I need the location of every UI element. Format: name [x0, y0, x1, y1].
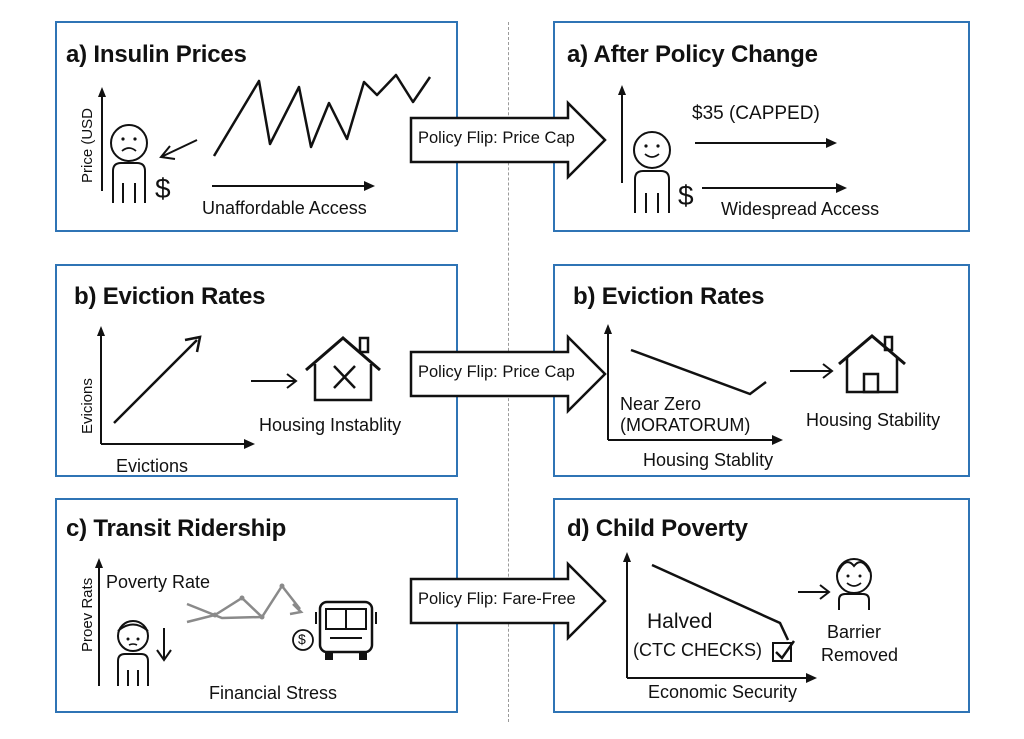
outcome-line-1: Barrier — [827, 622, 882, 642]
smiling-child-icon — [836, 558, 872, 610]
panel-insulin-prices: a) Insulin Prices Price (USD $ Unafforda… — [55, 21, 458, 232]
note-line-2: (MORATORUM) — [620, 415, 751, 435]
transit-chart — [95, 558, 304, 686]
panel-eviction-rates-before: b) Eviction Rates Evicions Evictions Hou… — [55, 264, 458, 477]
note-line-1: Halved — [647, 610, 713, 633]
panel-eviction-rates-after: b) Eviction Rates Near Zero (MORATORUM) … — [553, 264, 970, 477]
arrow-label: Policy Flip: Price Cap — [418, 363, 575, 381]
x-axis-label: Evictions — [116, 456, 189, 476]
panel-child-poverty: d) Child Poverty Halved (CTC CHECKS) Eco… — [553, 498, 970, 713]
bus-icon — [315, 600, 377, 660]
x-axis-label: Financial Stress — [209, 683, 338, 703]
eviction-chart — [97, 326, 298, 449]
outcome-line-2: Removed — [821, 645, 899, 665]
outcome-label: Housing Stability — [806, 410, 941, 430]
capped-price-chart — [618, 85, 847, 193]
panel-title: b) Eviction Rates — [74, 283, 266, 310]
x-axis-label: Housing Stablity — [643, 450, 774, 470]
panel-transit-ridership: c) Transit Ridership $ Proev Rat — [55, 498, 458, 713]
happy-person-icon — [633, 131, 671, 213]
coin-symbol: $ — [298, 631, 306, 647]
x-axis-label: Economic Security — [648, 682, 798, 702]
panel-title: b) Eviction Rates — [573, 283, 765, 310]
arrow-shape — [409, 334, 607, 414]
series-label: Poverty Rate — [106, 572, 211, 592]
policy-flip-arrow-1: Policy Flip: Price Cap — [408, 100, 608, 180]
insulin-price-chart — [98, 73, 432, 191]
x-axis-label: Widespread Access — [721, 199, 880, 219]
cap-label: $35 (CAPPED) — [692, 103, 820, 124]
arrow-shape — [409, 561, 607, 641]
arrow-label: Policy Flip: Fare-Free — [418, 590, 576, 608]
house-icon — [838, 334, 906, 394]
arrow-label: Policy Flip: Price Cap — [418, 129, 575, 147]
dollar-sign-icon: $ — [155, 173, 171, 204]
panel-title: a) After Policy Change — [567, 41, 818, 68]
y-axis-label: Proev Rats — [79, 577, 96, 652]
child-poverty-chart — [623, 552, 831, 683]
sad-person-icon — [110, 124, 148, 203]
policy-flip-arrow-2: Policy Flip: Price Cap — [408, 334, 608, 414]
note-line-1: Near Zero — [620, 394, 702, 414]
outcome-label: Housing Instablity — [259, 415, 402, 435]
note-line-2: (CTC CHECKS) — [633, 640, 762, 660]
x-axis-label: Unaffordable Access — [202, 198, 367, 218]
worried-person-icon — [117, 620, 149, 686]
eviction-drop-chart — [604, 324, 834, 445]
panel-title: c) Transit Ridership — [66, 515, 287, 542]
y-axis-label: Evicions — [79, 378, 96, 434]
panel-title: a) Insulin Prices — [66, 41, 247, 68]
dollar-sign-icon: $ — [678, 180, 694, 211]
policy-flip-arrow-3: Policy Flip: Fare-Free — [408, 561, 608, 641]
y-axis-label: Price (USD — [79, 107, 96, 183]
arrow-shape — [409, 100, 607, 180]
panel-after-policy-change: a) After Policy Change $35 (CAPPED) $ Wi… — [553, 21, 970, 232]
coin-icon — [292, 629, 314, 651]
broken-house-icon — [305, 336, 381, 402]
panel-title: d) Child Poverty — [567, 515, 748, 542]
